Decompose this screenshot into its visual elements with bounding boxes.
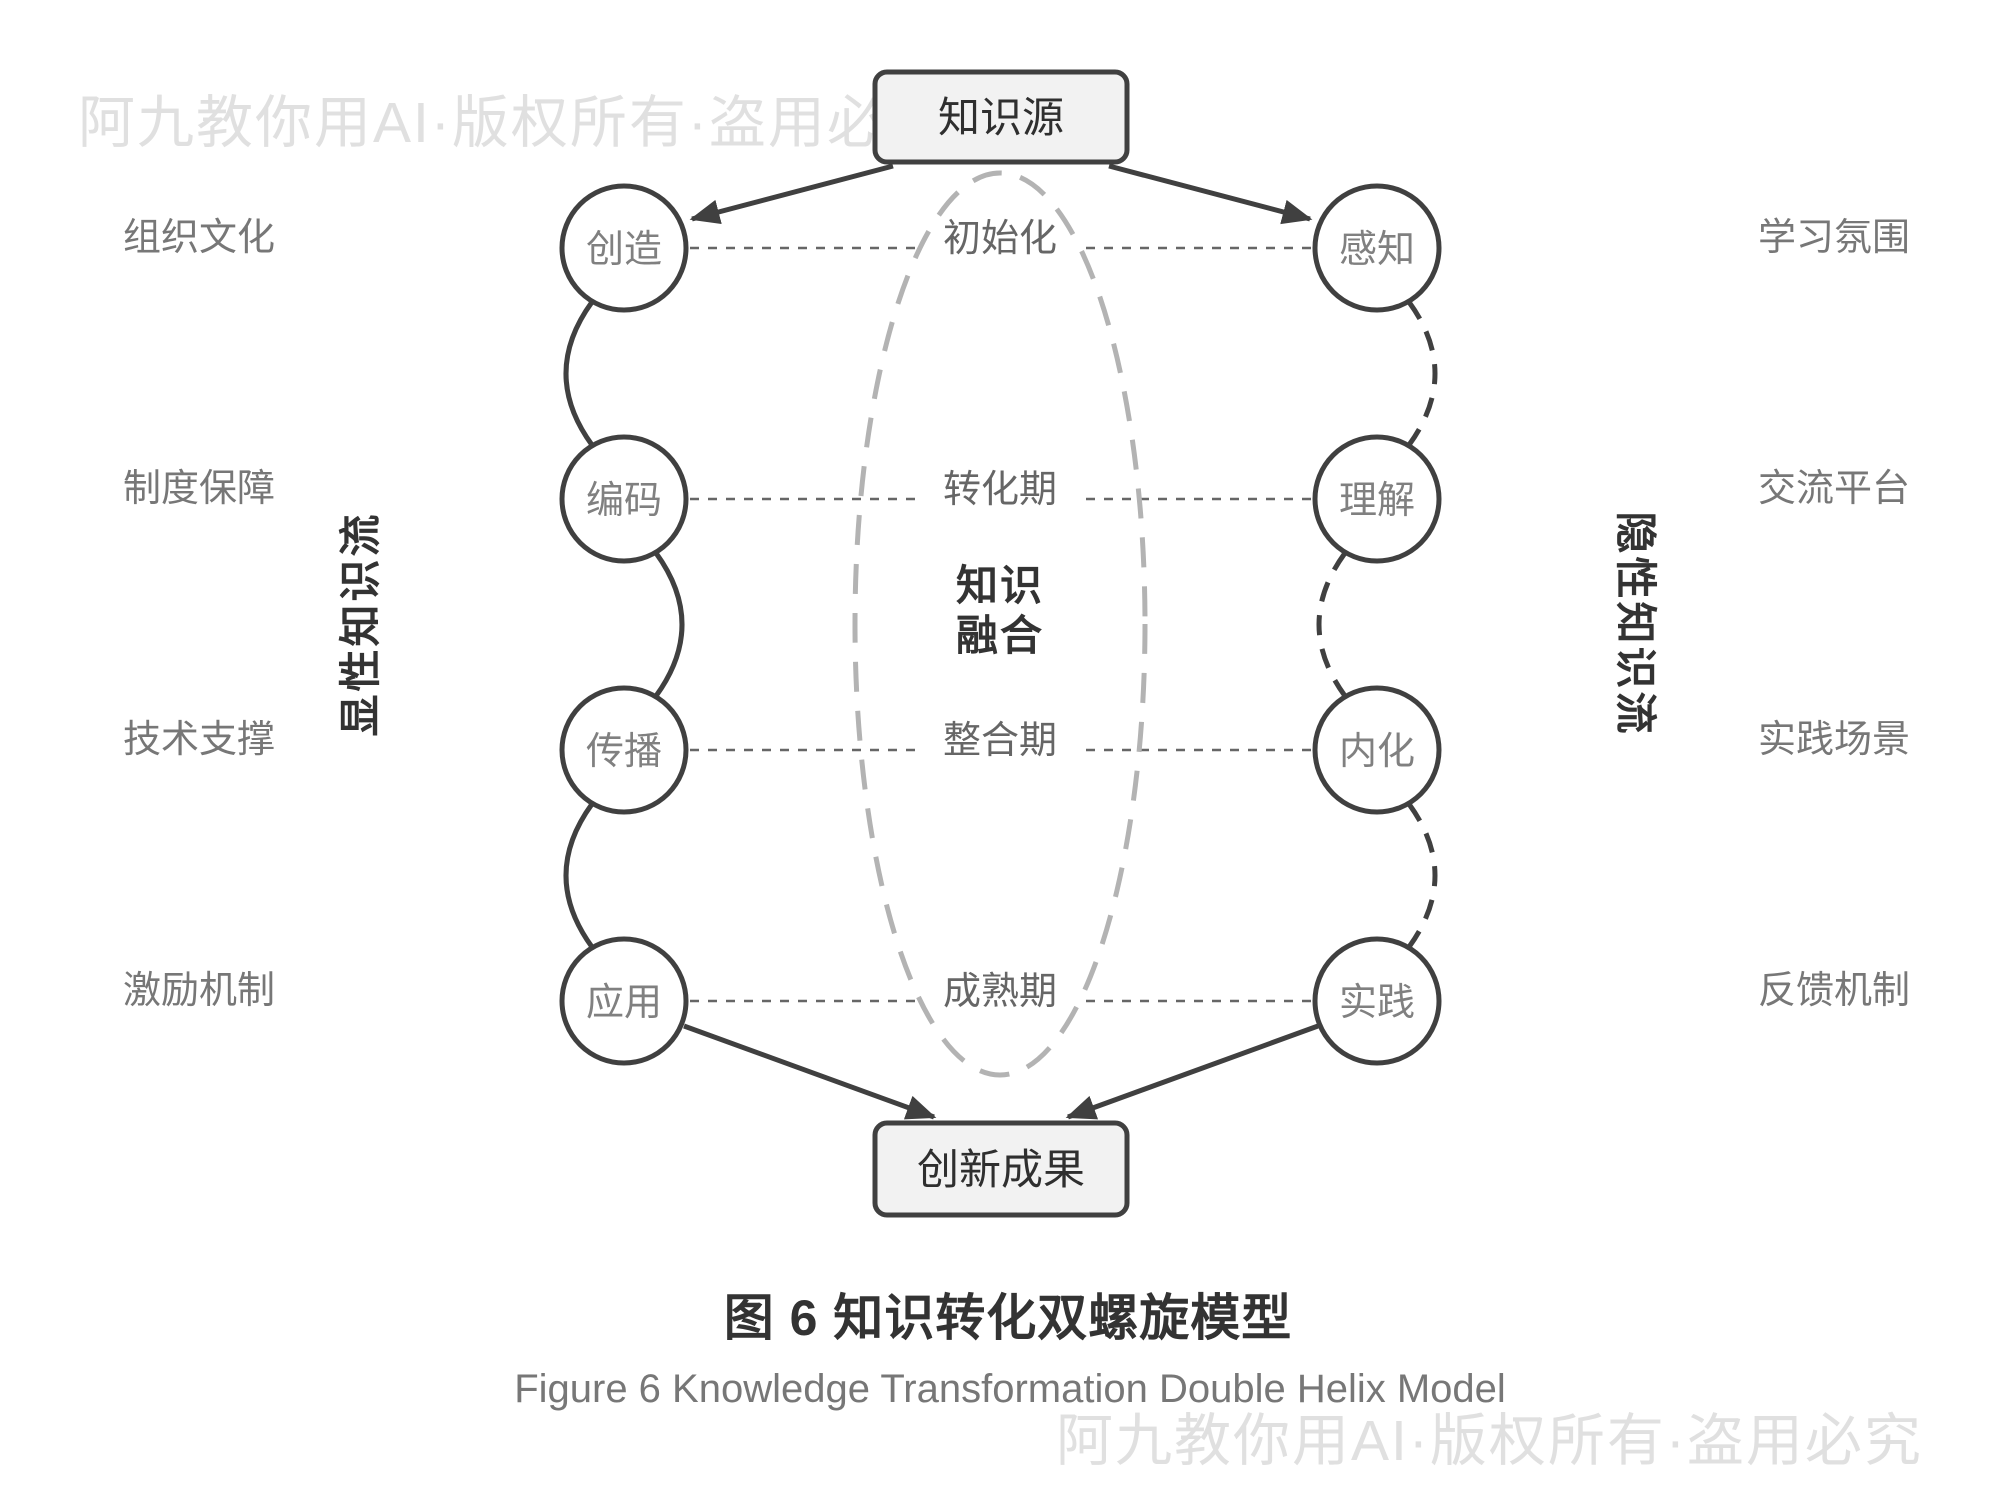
innovation-result-label: 创新成果	[917, 1146, 1085, 1193]
explicit-factor-1-label: 组织文化	[123, 217, 275, 259]
tacit-stage-1-circle	[1312, 183, 1442, 313]
tacit-strand-segment-1	[1406, 300, 1438, 447]
explicit-stage-2-label: 编码	[586, 480, 662, 522]
tacit-factor-2-label: 交流平台	[1758, 468, 1910, 510]
tacit-stage-3-circle	[1312, 685, 1442, 815]
figure-caption-en: Figure 6 Knowledge Transformation Double…	[514, 1367, 1506, 1411]
tacit-factor-1-label: 学习氛围	[1758, 217, 1910, 259]
watermark-top-left: 阿九教你用AI·版权所有·盗用必究	[78, 91, 945, 155]
tacit-strand-segment-2	[1316, 551, 1348, 698]
tacit-stage-1-label: 感知	[1339, 229, 1415, 271]
phase-3-label: 整合期	[943, 720, 1057, 762]
explicit-factor-2-label: 制度保障	[123, 468, 275, 510]
tacit-stage-4-label: 实践	[1339, 982, 1415, 1024]
arrow-source-to-perceive	[1108, 163, 1313, 225]
explicit-stage-3-circle	[559, 685, 689, 815]
figure-caption-zh: 图 6 知识转化双螺旋模型	[724, 1290, 1293, 1346]
explicit-stage-4-label: 应用	[586, 982, 662, 1024]
tacit-stage-3-label: 内化	[1339, 731, 1415, 773]
explicit-stage-4-circle	[559, 936, 689, 1066]
phase-label-mask-4	[922, 955, 1078, 1009]
explicit-stage-3-label: 传播	[586, 731, 662, 773]
knowledge-fusion-ellipse	[852, 170, 1148, 1078]
explicit-flow-axis-label: 显性知识流	[337, 511, 384, 736]
arrow-source-to-create	[689, 163, 894, 225]
tacit-stage-2-circle	[1312, 434, 1442, 564]
arrow-apply-to-result	[683, 1023, 937, 1120]
tacit-factor-3-label: 实践场景	[1758, 719, 1910, 761]
fusion-label-line2: 融合	[956, 612, 1044, 659]
innovation-result-box	[872, 1120, 1130, 1218]
fusion-label-line1: 知识	[956, 562, 1044, 609]
phase-4-label: 成熟期	[943, 971, 1057, 1013]
phase-label-mask-1	[922, 202, 1078, 256]
explicit-strand-segment-1	[563, 300, 595, 447]
phase-label-mask-2	[922, 453, 1078, 507]
knowledge-source-box	[872, 69, 1130, 165]
phase-label-mask-3	[922, 704, 1078, 758]
explicit-factor-3-label: 技术支撑	[123, 719, 275, 761]
arrow-practice-to-result	[1065, 1023, 1319, 1120]
explicit-stage-2-circle	[559, 434, 689, 564]
tacit-stage-4-circle	[1312, 936, 1442, 1066]
tacit-factor-4-label: 反馈机制	[1758, 970, 1910, 1012]
explicit-strand-segment-3	[563, 802, 595, 949]
phase-1-label: 初始化	[943, 218, 1057, 260]
tacit-flow-axis-label: 隐性知识流	[1612, 511, 1659, 736]
explicit-strand-segment-2	[653, 551, 685, 698]
explicit-stage-1-label: 创造	[586, 229, 662, 271]
tacit-strand-segment-3	[1406, 802, 1438, 949]
explicit-factor-4-label: 激励机制	[123, 970, 275, 1012]
tacit-stage-2-label: 理解	[1339, 480, 1415, 522]
knowledge-source-label: 知识源	[938, 94, 1064, 141]
watermark-bottom-right: 阿九教你用AI·版权所有·盗用必究	[1056, 1409, 1923, 1473]
explicit-stage-1-circle	[559, 183, 689, 313]
phase-2-label: 转化期	[943, 469, 1057, 511]
